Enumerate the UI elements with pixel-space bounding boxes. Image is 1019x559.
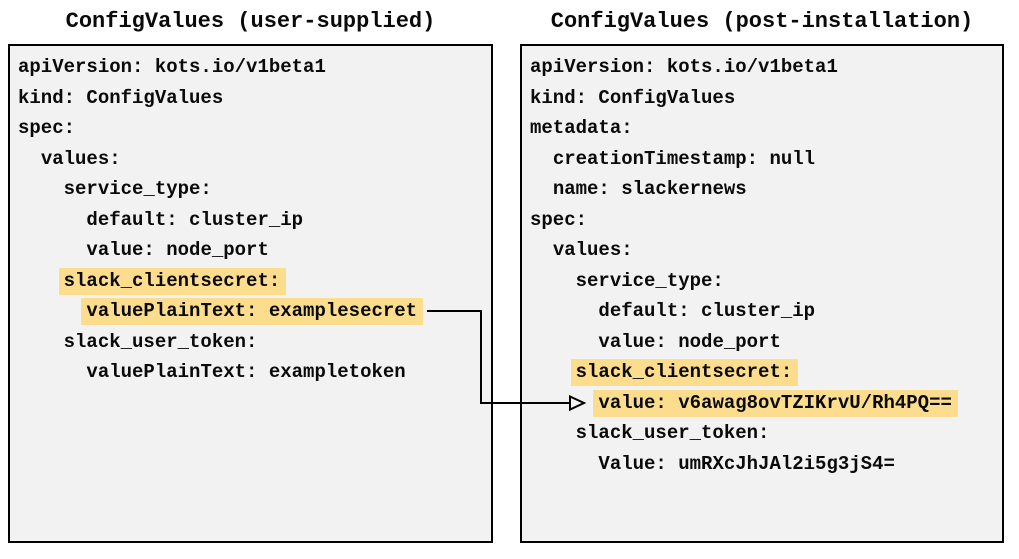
left-panel: apiVersion: kots.io/v1beta1 kind: ConfigV…: [8, 44, 493, 543]
yaml-text: spec:: [530, 208, 588, 231]
yaml-line: slack_user_token:: [18, 327, 491, 358]
yaml-line: apiVersion: kots.io/v1beta1: [18, 52, 491, 83]
yaml-line: value: v6awag8ovTZIKrvU/Rh4PQ==: [530, 388, 1002, 419]
yaml-line: service_type:: [530, 266, 1002, 297]
yaml-text-highlighted: value: v6awag8ovTZIKrvU/Rh4PQ==: [593, 389, 958, 417]
yaml-line: value: node_port: [18, 235, 491, 266]
yaml-text: default: cluster_ip: [86, 208, 304, 231]
yaml-text: kind: ConfigValues: [530, 86, 736, 109]
yaml-indent: [18, 148, 41, 170]
yaml-line: kind: ConfigValues: [18, 83, 491, 114]
yaml-text: metadata:: [530, 117, 633, 139]
yaml-indent: [530, 361, 576, 383]
yaml-indent: [530, 453, 598, 475]
yaml-line: creationTimestamp: null: [530, 144, 1002, 175]
yaml-line: default: cluster_ip: [530, 296, 1002, 327]
yaml-line: spec:: [530, 205, 1002, 236]
yaml-text: slack_user_token:: [575, 422, 770, 444]
yaml-text: slack_user_token:: [63, 330, 258, 353]
yaml-indent: [530, 239, 553, 261]
right-panel: apiVersion: kots.io/v1beta1 kind: ConfigV…: [520, 44, 1004, 543]
yaml-text-highlighted: valuePlainText: examplesecret: [81, 298, 424, 325]
yaml-indent: [18, 361, 86, 383]
yaml-text: kind: ConfigValues: [18, 86, 224, 109]
yaml-line: apiVersion: kots.io/v1beta1: [530, 52, 1002, 83]
yaml-line: default: cluster_ip: [18, 205, 491, 236]
yaml-line: valuePlainText: examplesecret: [18, 296, 491, 327]
yaml-indent: [18, 300, 86, 322]
left-panel-title: ConfigValues (user-supplied): [65, 9, 436, 34]
yaml-text-highlighted: slack_clientsecret:: [570, 359, 799, 386]
yaml-text: Value: umRXcJhJAl2i5g3jS4=: [598, 452, 895, 475]
yaml-indent: [18, 178, 64, 200]
yaml-indent: [530, 392, 598, 414]
yaml-line: kind: ConfigValues: [530, 83, 1002, 114]
yaml-line: values:: [530, 235, 1002, 266]
yaml-text-highlighted: slack_clientsecret:: [58, 267, 287, 295]
yaml-text: values:: [40, 147, 121, 170]
yaml-indent: [530, 422, 576, 444]
yaml-indent: [530, 148, 553, 170]
yaml-line: spec:: [18, 113, 491, 144]
yaml-line: slack_clientsecret:: [530, 357, 1002, 388]
yaml-text: name: slackernews: [552, 178, 747, 200]
yaml-text: service_type:: [575, 269, 724, 292]
yaml-indent: [18, 270, 64, 292]
right-panel-code: apiVersion: kots.io/v1beta1 kind: ConfigV…: [522, 46, 1002, 479]
yaml-line: value: node_port: [530, 327, 1002, 358]
yaml-line: slack_user_token:: [530, 418, 1002, 449]
yaml-indent: [18, 331, 64, 353]
yaml-line: values:: [18, 144, 491, 175]
yaml-line: Value: umRXcJhJAl2i5g3jS4=: [530, 449, 1002, 480]
yaml-text: value: node_port: [598, 330, 781, 353]
right-panel-title: ConfigValues (post-installation): [550, 9, 974, 34]
left-panel-code: apiVersion: kots.io/v1beta1 kind: ConfigV…: [10, 46, 491, 388]
yaml-line: name: slackernews: [530, 174, 1002, 205]
yaml-text: default: cluster_ip: [598, 300, 816, 322]
yaml-text: valuePlainText: exampletoken: [86, 361, 406, 383]
yaml-indent: [530, 270, 576, 292]
yaml-indent: [18, 209, 86, 231]
yaml-line: valuePlainText: exampletoken: [18, 357, 491, 388]
yaml-indent: [18, 239, 86, 261]
yaml-text: apiVersion: kots.io/v1beta1: [530, 56, 838, 78]
yaml-line: service_type:: [18, 174, 491, 205]
yaml-indent: [530, 331, 598, 353]
yaml-text: spec:: [18, 117, 76, 139]
yaml-indent: [530, 178, 553, 200]
yaml-line: metadata:: [530, 113, 1002, 144]
yaml-text: values:: [552, 239, 633, 261]
yaml-text: creationTimestamp: null: [552, 147, 816, 170]
yaml-indent: [530, 300, 598, 322]
yaml-text: apiVersion: kots.io/v1beta1: [18, 56, 326, 78]
yaml-text: value: node_port: [86, 239, 269, 261]
yaml-text: service_type:: [63, 178, 212, 200]
yaml-line: slack_clientsecret:: [18, 266, 491, 297]
